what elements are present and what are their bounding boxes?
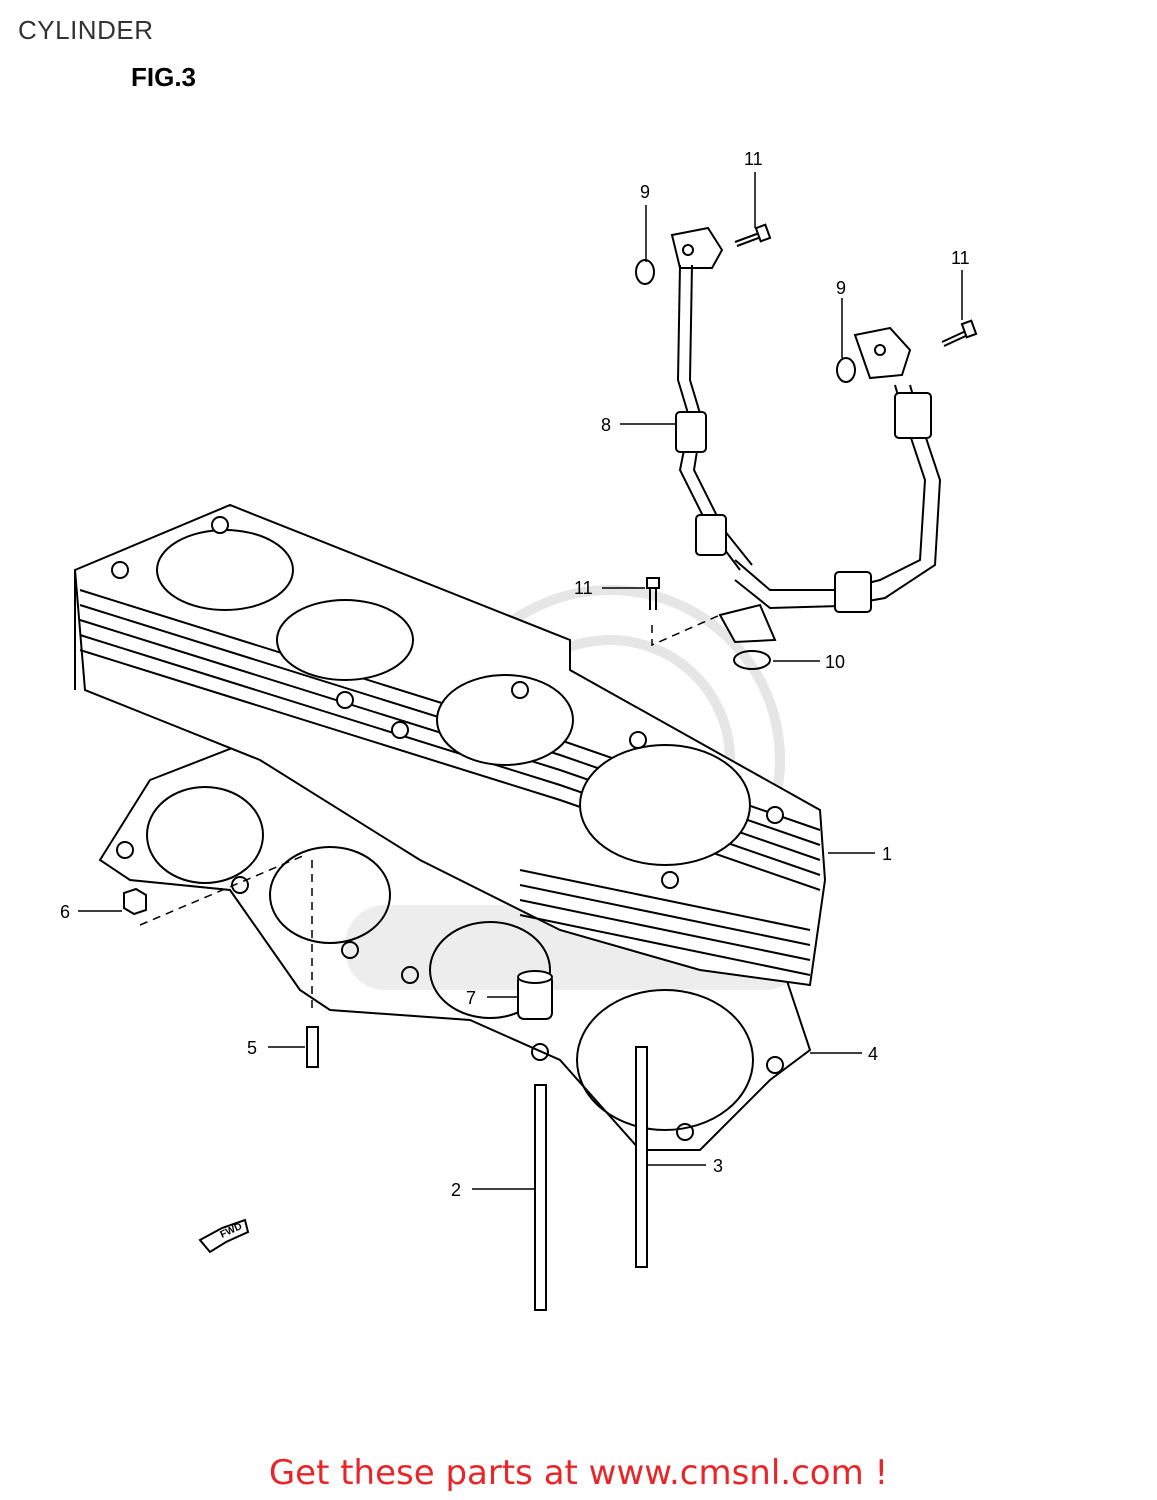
- callout-part-8: 8: [601, 415, 611, 435]
- figure-label: FIG.3: [131, 62, 197, 92]
- callout-part-9-left: 9: [640, 182, 650, 202]
- callout-part-11-middle: 11: [574, 578, 593, 598]
- fasteners: [123, 887, 648, 1311]
- callout-part-9-right: 9: [836, 278, 846, 298]
- callout-part-3: 3: [713, 1156, 723, 1176]
- oil-hose-assembly: [670, 226, 942, 644]
- callout-part-11-right: 11: [951, 248, 970, 268]
- leader-lines: [78, 172, 963, 1190]
- union-bolts: [646, 223, 978, 610]
- washers: [635, 259, 856, 670]
- callout-part-4: 4: [868, 1044, 878, 1064]
- cmsnl-parts-link[interactable]: Get these parts at www.cmsnl.com !: [268, 1453, 889, 1493]
- callout-part-10: 10: [825, 652, 845, 672]
- cylinder-base-gasket: [98, 743, 812, 1151]
- callout-part-2: 2: [451, 1180, 461, 1200]
- cylinder-block: [73, 503, 827, 987]
- callout-part-5: 5: [247, 1038, 257, 1058]
- page-title: CYLINDER: [18, 15, 154, 45]
- callout-part-11-top: 11: [744, 149, 763, 169]
- callout-part-1: 1: [882, 844, 892, 864]
- callout-part-6: 6: [60, 902, 70, 922]
- callout-part-7: 7: [466, 988, 476, 1008]
